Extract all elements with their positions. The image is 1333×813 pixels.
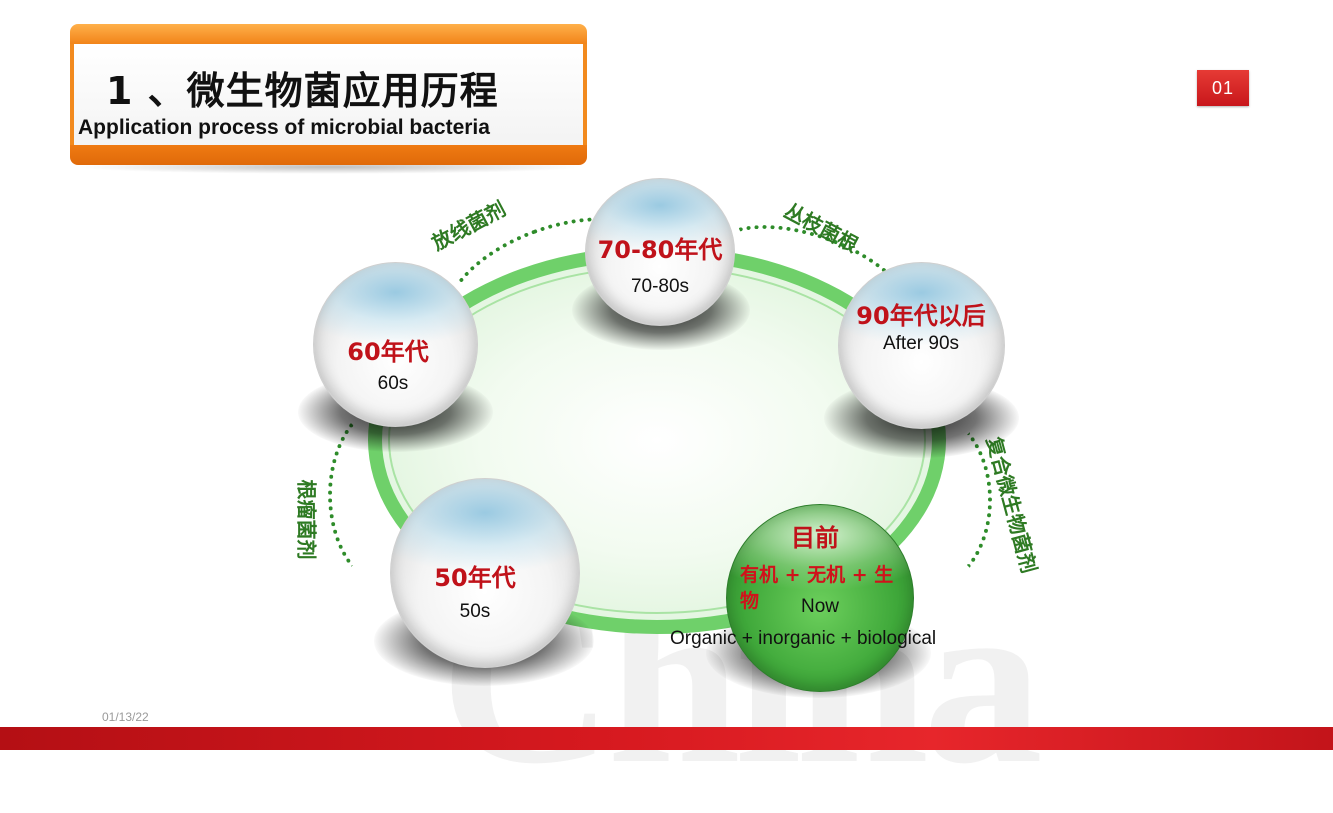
- arc-right: [862, 410, 992, 590]
- node-label-now-en: Now: [800, 596, 839, 617]
- banner-bottom-roll: [70, 145, 587, 165]
- node-60s: [313, 262, 478, 427]
- node-detail-now-en: Organic + inorganic + biological: [670, 628, 937, 649]
- node-detail-now-cn: 有机 + 无机 + 生物: [740, 564, 894, 612]
- arc-left: [328, 400, 458, 590]
- slide-date: 01/13/22: [102, 710, 149, 724]
- bottom-red-band: [0, 727, 1333, 750]
- node-label-70-80s-en: 70-80s: [630, 276, 690, 297]
- node-label-90s-en: After 90s: [882, 333, 960, 354]
- node-50s: [390, 478, 580, 668]
- node-now: [726, 504, 914, 692]
- node-label-50s-cn: 50年代: [434, 564, 516, 592]
- node-70-80s: [585, 178, 735, 326]
- page-number-badge: 01: [1197, 70, 1249, 106]
- node-label-60s-en: 60s: [377, 373, 409, 394]
- node-90s: [838, 262, 1005, 429]
- node-label-now-cn: 目前: [791, 524, 839, 552]
- node-label-60s-cn: 60年代: [347, 338, 429, 366]
- banner-body: [70, 44, 587, 148]
- node-label-50s-en: 50s: [459, 601, 491, 622]
- banner-top-roll: [70, 24, 587, 46]
- page-subtitle: Application process of microbial bacteri…: [78, 116, 490, 139]
- arc-label-rhizobium: 根瘤菌剂: [294, 479, 319, 560]
- page-title: 1 、微生物菌应用历程: [106, 69, 499, 113]
- node-label-90s-cn: 90年代以后: [856, 302, 986, 330]
- node-label-70-80s-cn: 70-80年代: [597, 236, 723, 264]
